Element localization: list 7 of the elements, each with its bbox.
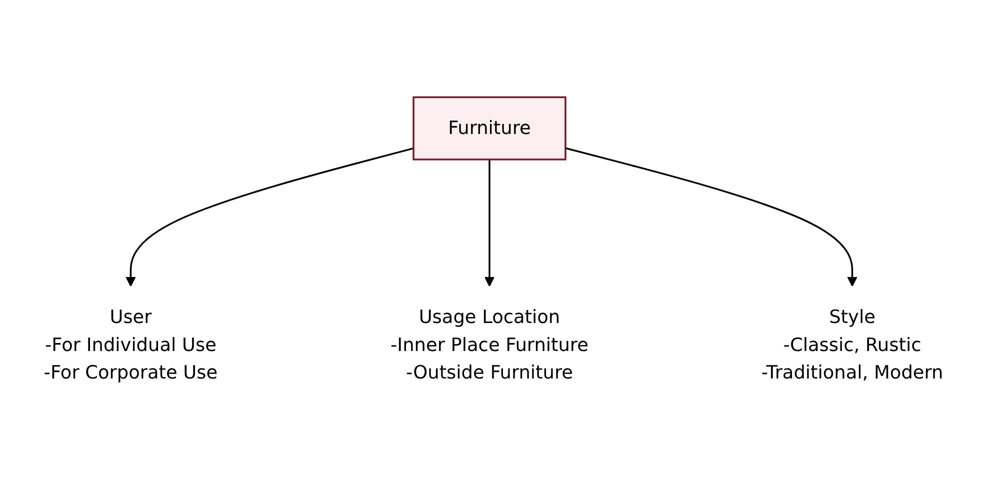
node-text: Style -Classic, Rustic -Traditional, Modern — [761, 305, 944, 383]
arrow — [484, 158, 495, 286]
node-text: Usage Location -Inner Place Furniture -Outside Furniture — [390, 305, 588, 383]
arrow — [565, 146, 858, 286]
node-box: Furniture — [412, 96, 566, 160]
arrow — [126, 147, 414, 286]
node-text: User -For Individual Use -For Corporate Use — [44, 305, 218, 383]
